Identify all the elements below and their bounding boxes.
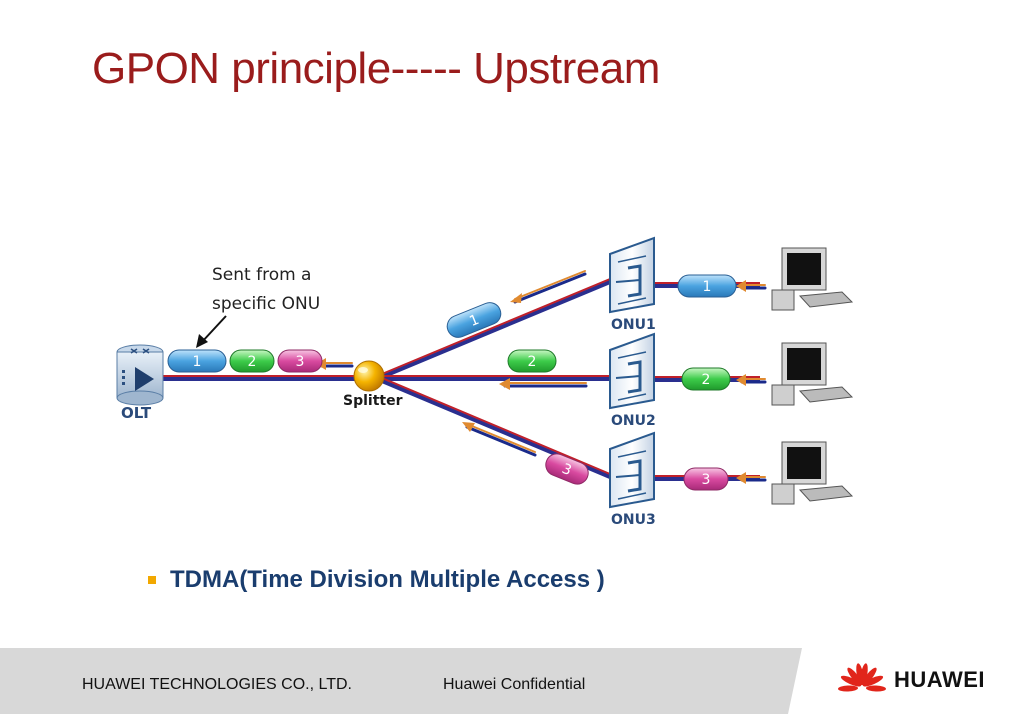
packet-trunk-1: 1 [167,349,227,373]
packet-trunk-2-label: 2 [248,354,257,370]
trunk-fiber [162,375,368,381]
olt-device [116,344,164,406]
olt-label: OLT [121,404,152,422]
annotation-arrow [196,315,227,348]
gpon-diagram: Sent from a specific ONU OLT 1 2 3 [116,236,854,528]
onu2-device [609,332,655,410]
slide-title: GPON principle----- Upstream [92,44,660,93]
bullet-point: TDMA(Time Division Multiple Access ) [148,566,605,594]
onu3-packet-label: 3 [702,472,711,488]
arrow-pc2 [736,374,767,386]
huawei-wordmark: HUAWEI [894,667,985,692]
onu1-packet: 1 [677,274,737,298]
branch-packet-3: 3 [545,453,589,485]
onu2-label: ONU2 [611,413,656,429]
trunk-packets: 1 2 3 [167,349,323,373]
onu3-label: ONU3 [611,512,656,528]
branch-packet-2-label: 2 [528,354,537,370]
bullet-marker [148,576,156,584]
footer: HUAWEI TECHNOLOGIES CO., LTD. Huawei Con… [0,648,1024,714]
packet-trunk-3-label: 3 [296,354,305,370]
onu2-packet-label: 2 [702,372,711,388]
packet-trunk-2: 2 [229,349,275,373]
splitter-node [353,360,385,392]
splitter-label: Splitter [343,393,403,409]
huawei-logo: HUAWEI [838,662,985,698]
annotation-line-2: specific ONU [212,294,320,314]
arrow-onu2-branch [499,378,588,390]
packet-trunk-1-label: 1 [193,354,202,370]
packet-trunk-3: 3 [277,349,323,373]
onu2-packet: 2 [681,367,731,391]
branch-packet-1: 1 [446,302,502,338]
footer-confidential: Huawei Confidential [443,676,586,693]
pc1-icon [771,247,854,311]
onu3-packet: 3 [683,467,729,491]
onu3-device [609,431,655,509]
pc2-icon [771,342,854,406]
onu1-label: ONU1 [611,317,656,333]
pc3-icon [771,441,854,505]
branch-packet-2: 2 [507,349,557,373]
bullet-text: TDMA(Time Division Multiple Access ) [170,566,605,593]
footer-brand-panel [788,648,1024,714]
onu1-packet-label: 1 [703,279,712,295]
arrow-pc1 [736,280,767,292]
annotation-line-1: Sent from a [212,265,311,285]
huawei-flower-icon [838,663,886,692]
upstream-arrows [316,270,767,484]
arrow-onu1-branch [510,270,587,304]
onu1-device [609,236,655,314]
arrow-onu3-branch [462,422,537,457]
arrow-pc3 [736,472,767,484]
footer-company: HUAWEI TECHNOLOGIES CO., LTD. [82,676,352,693]
